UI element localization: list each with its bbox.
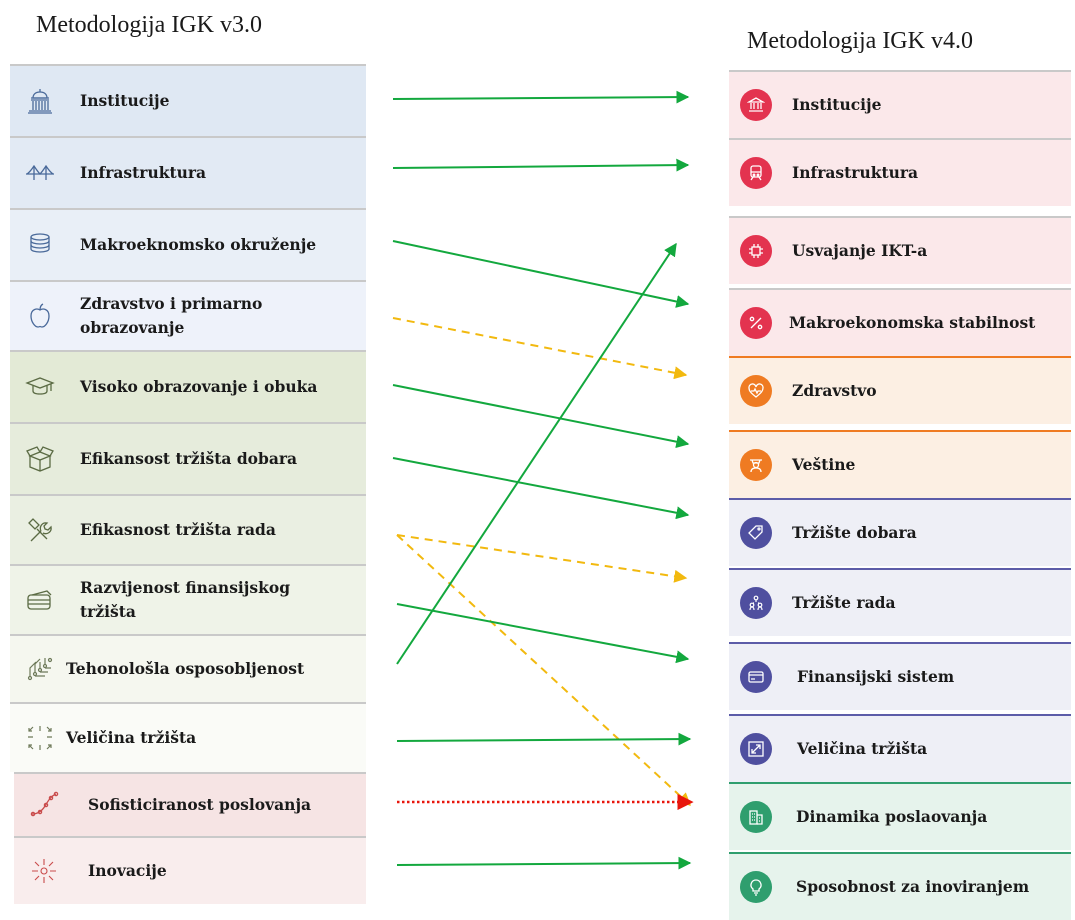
- left-column-title: Metodologija IGK v3.0: [36, 12, 262, 38]
- v4-row-inoviranje: Sposobnost za inoviranjem: [729, 852, 1071, 920]
- government-building-icon: [18, 84, 62, 118]
- growth-curve-icon: [22, 788, 66, 822]
- v4-label: Finansijski sistem: [797, 667, 955, 686]
- v3-row-finansijskog: Razvijenost finansijskog tržišta: [10, 564, 366, 634]
- v4-row-dinamika: Dinamika poslaovanja: [729, 782, 1071, 850]
- chip-icon: [740, 235, 772, 267]
- lightbulb-icon: [740, 871, 772, 903]
- v4-label: Tržište dobara: [792, 523, 917, 542]
- arrow-rada-trziste: [396, 534, 688, 583]
- v3-label: Veličina tržišta: [66, 728, 197, 747]
- v3-row-velicina: Veličina tržišta: [10, 702, 366, 772]
- apple-icon: [18, 299, 62, 333]
- v4-label: Zdravstvo: [792, 381, 877, 400]
- v4-label: Sposobnost za inoviranjem: [796, 877, 1030, 896]
- open-box-icon: [18, 442, 62, 476]
- v3-label: Makroeknomsko okruženje: [80, 235, 317, 254]
- credit-card-icon: [18, 583, 62, 617]
- v4-row-zdravstvo: Zdravstvo: [729, 356, 1071, 424]
- v3-label: Zdravstvo i primarno obrazovanje: [80, 294, 263, 337]
- v3-label: Razvijenost finansijskog tržišta: [80, 578, 291, 621]
- heart-pulse-icon: [740, 375, 772, 407]
- v3-row-dobara: Efikansost tržišta dobara: [10, 422, 366, 494]
- circuit-icon: [18, 652, 62, 686]
- graduation-cap-icon: [18, 370, 62, 404]
- building-icon: [740, 801, 772, 833]
- arrow-infrastruktura: [392, 158, 690, 172]
- v3-label: Sofisticiranost poslovanja: [88, 795, 312, 814]
- v4-row-makro: Makroekonomska stabilnost: [729, 288, 1071, 356]
- card-icon: [740, 661, 772, 693]
- tools-icon: [18, 513, 62, 547]
- v3-row-sofisticiranost: Sofisticiranost poslovanja: [14, 772, 366, 836]
- v3-label: Inovacije: [88, 861, 167, 880]
- train-icon: [740, 157, 772, 189]
- v4-label: Veličina tržišta: [797, 739, 928, 758]
- arrow-visoko: [392, 384, 690, 449]
- percent-icon: [740, 307, 772, 339]
- v3-row-zdravstvo: Zdravstvo i primarno obrazovanje: [10, 280, 366, 350]
- expand-arrows-icon: [18, 721, 62, 755]
- spark-burst-icon: [22, 854, 66, 888]
- v3-row-tehnoloska: Tehonološla osposobljenost: [10, 634, 366, 702]
- v4-row-velicina: Veličina tržišta: [729, 714, 1071, 782]
- v4-label: Makroekonomska stabilnost: [789, 313, 1036, 332]
- v3-label: Efikasnost tržišta rada: [80, 520, 276, 539]
- bridge-icon: [18, 156, 62, 190]
- coin-stack-icon: [18, 228, 62, 262]
- v4-row-vestine: Veštine: [729, 430, 1071, 498]
- v3-row-visoko: Visoko obrazovanje i obuka: [10, 350, 366, 422]
- v3-label: Tehonološla osposobljenost: [66, 659, 305, 678]
- v3-label: Infrastruktura: [80, 163, 207, 182]
- arrow-dobara: [392, 457, 690, 520]
- institution-icon: [740, 89, 772, 121]
- v3-label: Institucije: [80, 91, 170, 110]
- v4-row-trziste-dobara: Tržište dobara: [729, 498, 1071, 566]
- arrow-rada-dinamika: [396, 534, 691, 806]
- v4-label: Institucije: [792, 95, 882, 114]
- people-network-icon: [740, 587, 772, 619]
- arrow-inovacije: [396, 856, 692, 870]
- arrow-makro: [392, 240, 690, 308]
- v4-row-institucije: Institucije: [729, 70, 1071, 138]
- v3-label: Visoko obrazovanje i obuka: [80, 377, 318, 396]
- v3-row-infrastruktura: Infrastruktura: [10, 136, 366, 208]
- right-column-title: Metodologija IGK v4.0: [747, 28, 973, 54]
- v4-label: Tržište rada: [792, 593, 896, 612]
- price-tag-icon: [740, 517, 772, 549]
- arrow-institucije: [392, 90, 690, 104]
- v4-label: Usvajanje IKT-a: [792, 241, 928, 260]
- graduate-icon: [740, 449, 772, 481]
- v3-row-makro: Makroeknomsko okruženje: [10, 208, 366, 280]
- v3-row-institucije: Institucije: [10, 64, 366, 136]
- v4-row-trziste-rada: Tržište rada: [729, 568, 1071, 636]
- v3-row-inovacije: Inovacije: [14, 836, 366, 904]
- arrow-zdravstvo: [392, 317, 688, 380]
- arrow-velicina: [396, 732, 692, 746]
- v4-row-ikt: Usvajanje IKT-a: [729, 216, 1071, 284]
- v4-label: Dinamika poslaovanja: [796, 807, 988, 826]
- v3-row-rada: Efikasnost tržišta rada: [10, 494, 366, 564]
- v4-label: Veštine: [792, 455, 856, 474]
- arrow-tehnoloska: [396, 242, 677, 665]
- v4-label: Infrastruktura: [792, 163, 919, 182]
- resize-icon: [740, 733, 772, 765]
- v4-row-finansijski: Finansijski sistem: [729, 642, 1071, 710]
- arrow-finansijski: [396, 603, 690, 664]
- v3-label: Efikansost tržišta dobara: [80, 449, 298, 468]
- v4-row-infrastruktura: Infrastruktura: [729, 138, 1071, 206]
